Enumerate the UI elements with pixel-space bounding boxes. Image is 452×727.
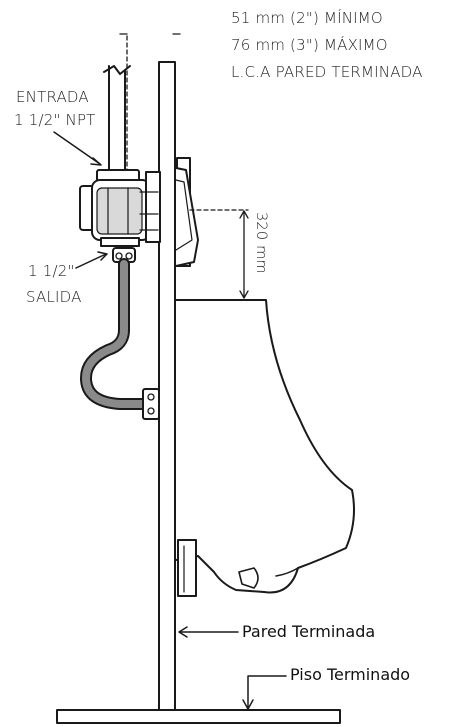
leader-lines [53,131,287,710]
inlet-label-line1: ENTRADA [16,88,89,106]
spacing-min-label: 51 mm (2") MÍNIMO [231,9,383,27]
spacing-max-label: 76 mm (3") MÁXIMO [231,36,388,54]
height-dimension [189,209,249,299]
spacing-ref-label: L.C.A PARED TERMINADA [231,63,423,81]
flush-valve-body [79,169,161,247]
urinal [175,299,355,597]
wall-label: Pared Terminada [242,622,376,641]
cover-plate [175,157,199,267]
spud-fitting [142,388,160,420]
height-dimension-label: 320 mm [253,212,269,274]
flush-pipe-fill [82,260,150,408]
outlet-label-line1: 1 1/2" [28,262,75,280]
inlet-label-line2: 1 1/2" NPT [14,111,96,129]
supply-pipe [103,65,131,173]
finished-floor [56,709,341,724]
floor-label: Piso Terminado [290,665,411,684]
outlet-label-line2: SALIDA [26,288,82,306]
flush-pipe [80,258,152,410]
finished-wall [158,61,176,715]
